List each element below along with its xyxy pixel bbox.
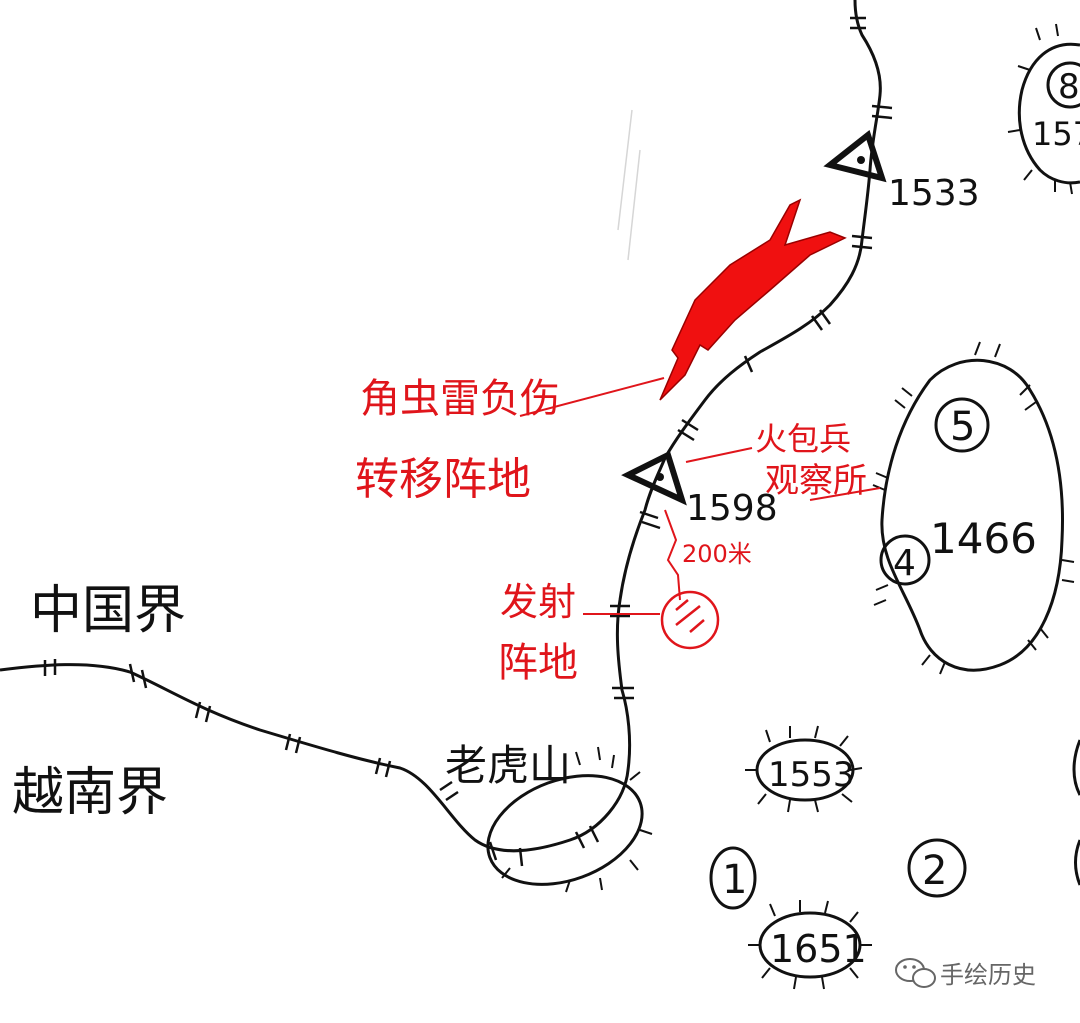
wechat-icon [895, 958, 936, 988]
circle-5 [934, 397, 990, 453]
relocate-position-label: 转移阵地 [355, 454, 531, 505]
circled-number-8: 8 [1058, 67, 1080, 107]
vietnam-border-label: 越南界 [12, 763, 168, 823]
mine-injury-label: 角虫雷负伤 [360, 376, 560, 422]
circle-4 [879, 534, 931, 586]
attack-arrow [659, 198, 847, 401]
watermark: 手绘历史 [895, 958, 1036, 989]
launch-position-label-1: 发射 [500, 580, 576, 624]
laohushan-hill [486, 774, 644, 886]
height-1533: 1533 [888, 173, 980, 214]
hill-1466-contour [880, 358, 1064, 672]
hill-157-contour [1017, 42, 1080, 185]
circle-8 [1046, 61, 1080, 109]
launch-position-marker [660, 590, 720, 650]
peak-1533-triangle [823, 129, 887, 183]
height-157: 157 [1032, 115, 1080, 153]
launch-position-label-2: 阵地 [498, 640, 578, 686]
distance-label: 200米 [682, 540, 752, 568]
laohushan-label: 老虎山 [445, 741, 571, 790]
watermark-text: 手绘历史 [940, 961, 1036, 989]
height-1466: 1466 [930, 514, 1037, 563]
artillery-observer-label-1: 火包兵 [755, 420, 851, 458]
circled-number-2: 2 [922, 848, 947, 894]
height-1553: 1553 [768, 755, 855, 795]
annotation-leaders [519, 377, 881, 615]
circle-2 [907, 838, 967, 898]
height-1598: 1598 [686, 488, 778, 529]
circled-number-1: 1 [722, 857, 747, 903]
launch-marker-strokes [675, 599, 705, 633]
artillery-observer-label-2: 观察所 [765, 461, 867, 501]
circle-1 [709, 846, 757, 910]
circled-number-5: 5 [950, 404, 975, 450]
peak-1598-triangle [621, 450, 687, 506]
circled-number-4: 4 [893, 543, 916, 584]
height-1651: 1651 [770, 927, 867, 971]
trench-ticks [43, 16, 893, 867]
border-line [0, 0, 882, 853]
china-border-label: 中国界 [30, 581, 186, 641]
hill-hachures [501, 23, 1075, 990]
